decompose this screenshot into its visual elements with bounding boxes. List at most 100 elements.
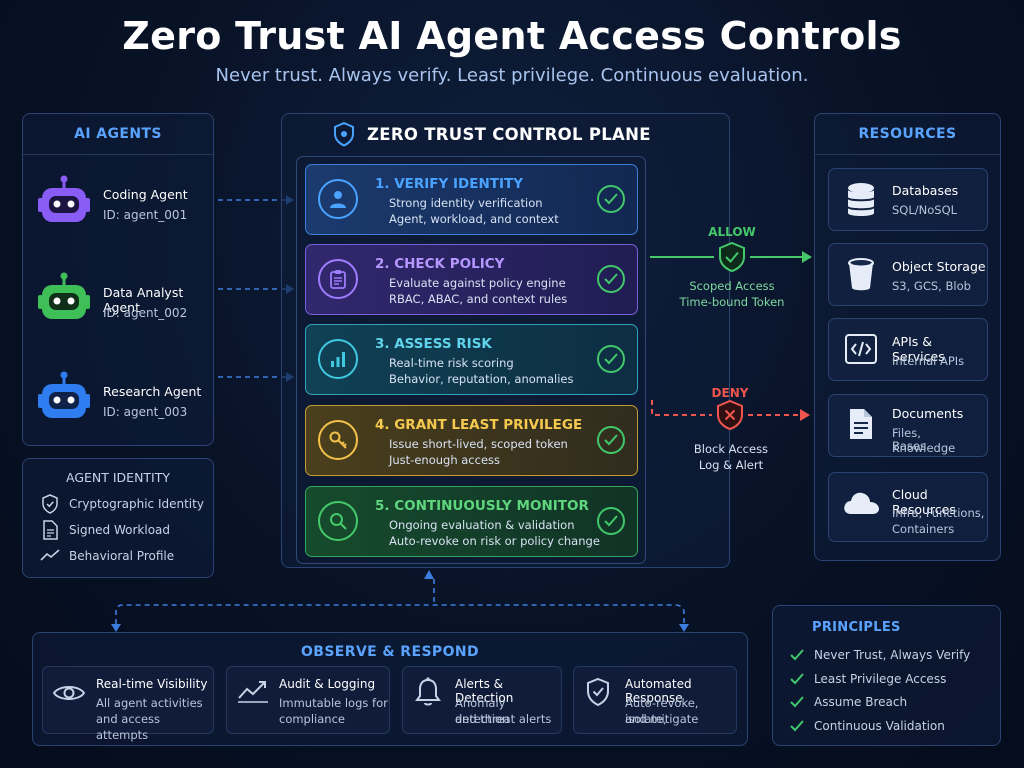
resource-databases[interactable]: Databases SQL/NoSQL	[828, 168, 988, 231]
database-icon	[848, 183, 874, 216]
step-line1: Evaluate against policy engine	[389, 276, 566, 290]
agent-research[interactable]: Research Agent ID: agent_003	[38, 370, 208, 426]
allow-line2: Time-bound Token	[679, 295, 785, 309]
identity-item: Signed Workload	[69, 523, 171, 537]
bell-icon	[415, 677, 441, 706]
step-line2: Just-enough access	[389, 453, 501, 467]
check-icon	[790, 649, 804, 661]
arrow-head	[424, 570, 434, 579]
step-title: 3. ASSESS RISK	[375, 336, 492, 352]
resource-desc: S3, GCS, Blob	[892, 279, 971, 293]
code-icon	[845, 334, 877, 364]
step-line2: Auto-revoke on risk or policy change	[389, 534, 600, 548]
step-title: 4. GRANT LEAST PRIVILEGE	[375, 417, 583, 433]
shield-check-icon	[587, 677, 609, 707]
observe-title: Automated Response	[625, 677, 692, 705]
resource-cloud[interactable]: Cloud Resources Infra, Functions, Contai…	[828, 472, 988, 542]
resource-name: Databases	[892, 183, 959, 198]
observe-desc: and threat alerts	[455, 712, 552, 726]
deny-line1: Block Access	[693, 442, 769, 456]
divider	[815, 154, 1000, 155]
allow-label: ALLOW	[708, 225, 756, 239]
observe-automated-response[interactable]: Automated Response Auto-revoke, isolate,…	[573, 666, 737, 734]
clipboard-icon	[318, 259, 358, 299]
cloud-icon	[844, 492, 879, 514]
step-line2: Agent, workload, and context	[389, 212, 559, 226]
step-line2: RBAC, ABAC, and context rules	[389, 292, 568, 306]
resource-name: Cloud Resources	[892, 487, 956, 517]
trend-line-icon	[238, 681, 268, 703]
resources-heading: RESOURCES	[858, 126, 957, 142]
observe-desc: compliance	[279, 712, 345, 726]
allow-line1: Scoped Access	[689, 279, 775, 293]
agent-name: Research Agent	[103, 384, 202, 399]
principle-item: Never Trust, Always Verify	[814, 648, 971, 662]
observe-desc: and access attempts	[96, 712, 161, 742]
agent-coding[interactable]: Coding Agent ID: agent_001	[38, 174, 208, 230]
step-assess-risk[interactable]: 3. ASSESS RISK Real-time risk scoring Be…	[305, 324, 638, 395]
observe-alerts-detection[interactable]: Alerts & Detection Anomaly detection and…	[402, 666, 562, 734]
resource-desc: SQL/NoSQL	[892, 203, 958, 217]
resource-object-storage[interactable]: Object Storage S3, GCS, Blob	[828, 243, 988, 306]
step-continuously-monitor[interactable]: 5. CONTINUOUSLY MONITOR Ongoing evaluati…	[305, 486, 638, 557]
agent-id: ID: agent_001	[103, 208, 188, 222]
check-icon	[597, 426, 625, 454]
identity-item: Behavioral Profile	[69, 549, 175, 563]
arrow-head	[111, 624, 121, 632]
agent-id: ID: agent_003	[103, 405, 188, 419]
observe-title: Audit & Logging	[279, 677, 376, 691]
check-icon	[597, 265, 625, 293]
check-icon	[597, 345, 625, 373]
check-icon	[790, 720, 804, 732]
deny-line2: Log & Alert	[698, 458, 764, 472]
magnifier-icon	[318, 501, 358, 541]
resource-desc: Containers	[892, 522, 955, 536]
identity-heading: AGENT IDENTITY	[65, 470, 171, 485]
resource-documents[interactable]: Documents Files, Knowledge Bases	[828, 394, 988, 457]
principle-item: Least Privilege Access	[814, 672, 947, 686]
step-title: 2. CHECK POLICY	[375, 256, 505, 272]
step-check-policy[interactable]: 2. CHECK POLICY Evaluate against policy …	[305, 244, 638, 315]
observe-title: Real-time Visibility	[96, 677, 208, 691]
feedback-arrows	[111, 570, 689, 632]
robot-icon	[38, 371, 90, 418]
deny-arrow-head	[800, 409, 810, 421]
check-icon	[597, 507, 625, 535]
bucket-icon	[848, 258, 874, 291]
agent-data-analyst[interactable]: Data Analyst Agent ID: agent_002	[38, 271, 208, 327]
observe-heading: OBSERVE & RESPOND	[300, 644, 480, 660]
step-title: 1. VERIFY IDENTITY	[375, 176, 523, 192]
deny-label: DENY	[711, 386, 749, 400]
shield-check-icon	[719, 241, 745, 273]
eye-icon	[53, 686, 85, 700]
step-line1: Real-time risk scoring	[389, 356, 514, 370]
document-signed-icon	[43, 520, 58, 540]
resource-desc: Infra, Functions,	[892, 506, 985, 520]
resource-desc: Internal APIs	[892, 354, 965, 368]
resource-desc: Bases	[892, 439, 926, 453]
identity-item: Cryptographic Identity	[69, 497, 204, 511]
step-title: 5. CONTINUOUSLY MONITOR	[375, 498, 589, 514]
resource-apis-services[interactable]: APIs & Services Internal APIs	[828, 318, 988, 381]
step-verify-identity[interactable]: 1. VERIFY IDENTITY Strong identity verif…	[305, 164, 638, 235]
document-icon	[850, 409, 872, 439]
resource-desc: Files, Knowledge	[892, 426, 956, 455]
identity-panel: AGENT IDENTITY Cryptographic Identity Si…	[22, 458, 214, 578]
shield-icon	[334, 122, 354, 147]
step-line1: Ongoing evaluation & validation	[389, 518, 575, 532]
bar-chart-icon	[318, 339, 358, 379]
page-subtitle: Never trust. Always verify. Least privil…	[215, 65, 809, 86]
trend-line-icon	[40, 549, 60, 561]
observe-realtime-visibility[interactable]: Real-time Visibility All agent activitie…	[42, 666, 214, 742]
check-icon	[790, 673, 804, 685]
check-icon	[597, 185, 625, 213]
principle-item: Assume Breach	[814, 695, 908, 709]
principles-panel: PRINCIPLES	[772, 605, 1001, 746]
observe-audit-logging[interactable]: Audit & Logging Immutable logs for compl…	[226, 666, 390, 734]
user-icon	[318, 179, 358, 219]
step-grant-least-privilege[interactable]: 4. GRANT LEAST PRIVILEGE Issue short-liv…	[305, 405, 638, 476]
observe-desc: Anomaly detection	[455, 696, 510, 726]
resource-name: Documents	[892, 406, 964, 421]
observe-desc: Auto-revoke, isolate,	[625, 696, 699, 726]
resource-name: APIs & Services	[892, 334, 945, 364]
